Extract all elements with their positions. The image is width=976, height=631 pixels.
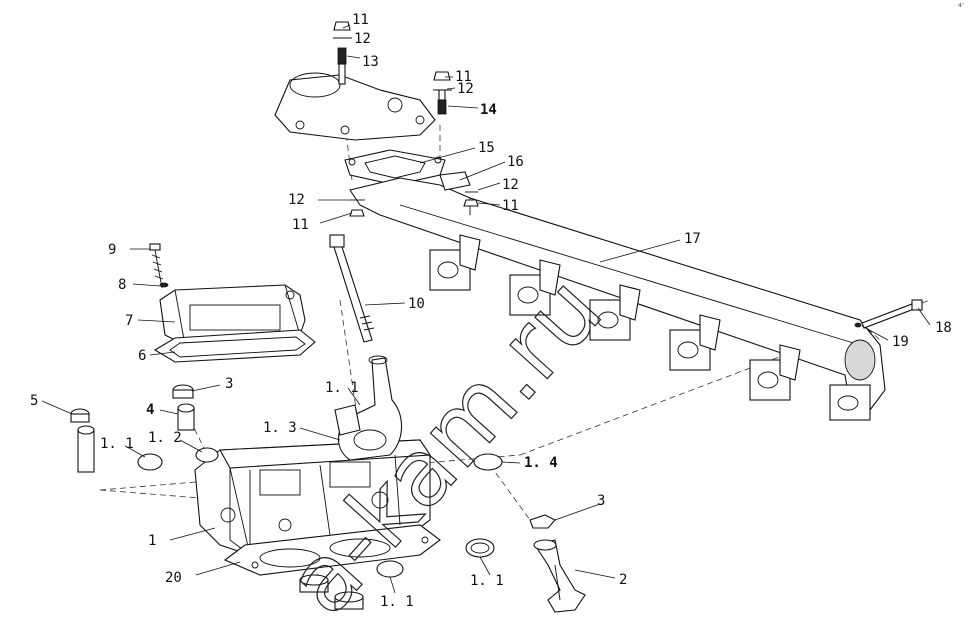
callout-labels: 11 12 13 11 12 14 15 16 12 11 12 11 17 1… [30, 12, 952, 610]
label-4: 4 [146, 402, 154, 418]
label-10: 10 [408, 296, 425, 312]
exhaust-manifold [349, 171, 886, 411]
label-11: 11 [292, 217, 309, 233]
water-pipe [334, 355, 403, 461]
leader-lines [41, 24, 931, 594]
bolt-18 [854, 299, 923, 329]
label-1: 1 [148, 533, 156, 549]
label-16: 16 [507, 154, 524, 170]
label-14: 14 [480, 102, 497, 118]
manifold-ports [429, 234, 871, 421]
bushings [70, 384, 195, 473]
label-6: 6 [138, 348, 146, 364]
label-1-1: 1. 1 [100, 436, 134, 452]
label-13: 13 [362, 54, 379, 70]
label-2: 2 [619, 572, 627, 588]
elbow-housing [274, 72, 436, 141]
label-11: 11 [352, 12, 369, 28]
label-3: 3 [597, 493, 605, 509]
watermark-text: a-kam.ru [267, 256, 623, 631]
label-15: 15 [478, 140, 495, 156]
label-1-3: 1. 3 [263, 420, 297, 436]
label-12: 12 [288, 192, 305, 208]
label-8: 8 [118, 277, 126, 293]
label-5: 5 [30, 393, 38, 409]
long-bolt [329, 234, 375, 343]
label-1-1: 1. 1 [380, 594, 414, 610]
studs [333, 21, 452, 115]
label-17: 17 [684, 231, 701, 247]
label-12: 12 [457, 81, 474, 97]
label-3: 3 [225, 376, 233, 392]
label-11: 11 [502, 198, 519, 214]
label-1-2: 1. 2 [148, 430, 182, 446]
label-1-1: 1. 1 [470, 573, 504, 589]
corner-mark: ⁴ᐝ [958, 3, 964, 13]
label-18: 18 [935, 320, 952, 336]
label-1-1: 1. 1 [325, 380, 359, 396]
head-gasket [223, 524, 441, 576]
label-19: 19 [892, 334, 909, 350]
label-1-4: 1. 4 [524, 455, 558, 471]
valve-cover [149, 243, 316, 363]
washers-nuts [349, 191, 479, 217]
label-9: 9 [108, 242, 116, 258]
label-12: 12 [354, 31, 371, 47]
label-12: 12 [502, 177, 519, 193]
label-11: 11 [455, 69, 472, 85]
bracket [529, 514, 586, 613]
label-7: 7 [125, 313, 133, 329]
label-20: 20 [165, 570, 182, 586]
